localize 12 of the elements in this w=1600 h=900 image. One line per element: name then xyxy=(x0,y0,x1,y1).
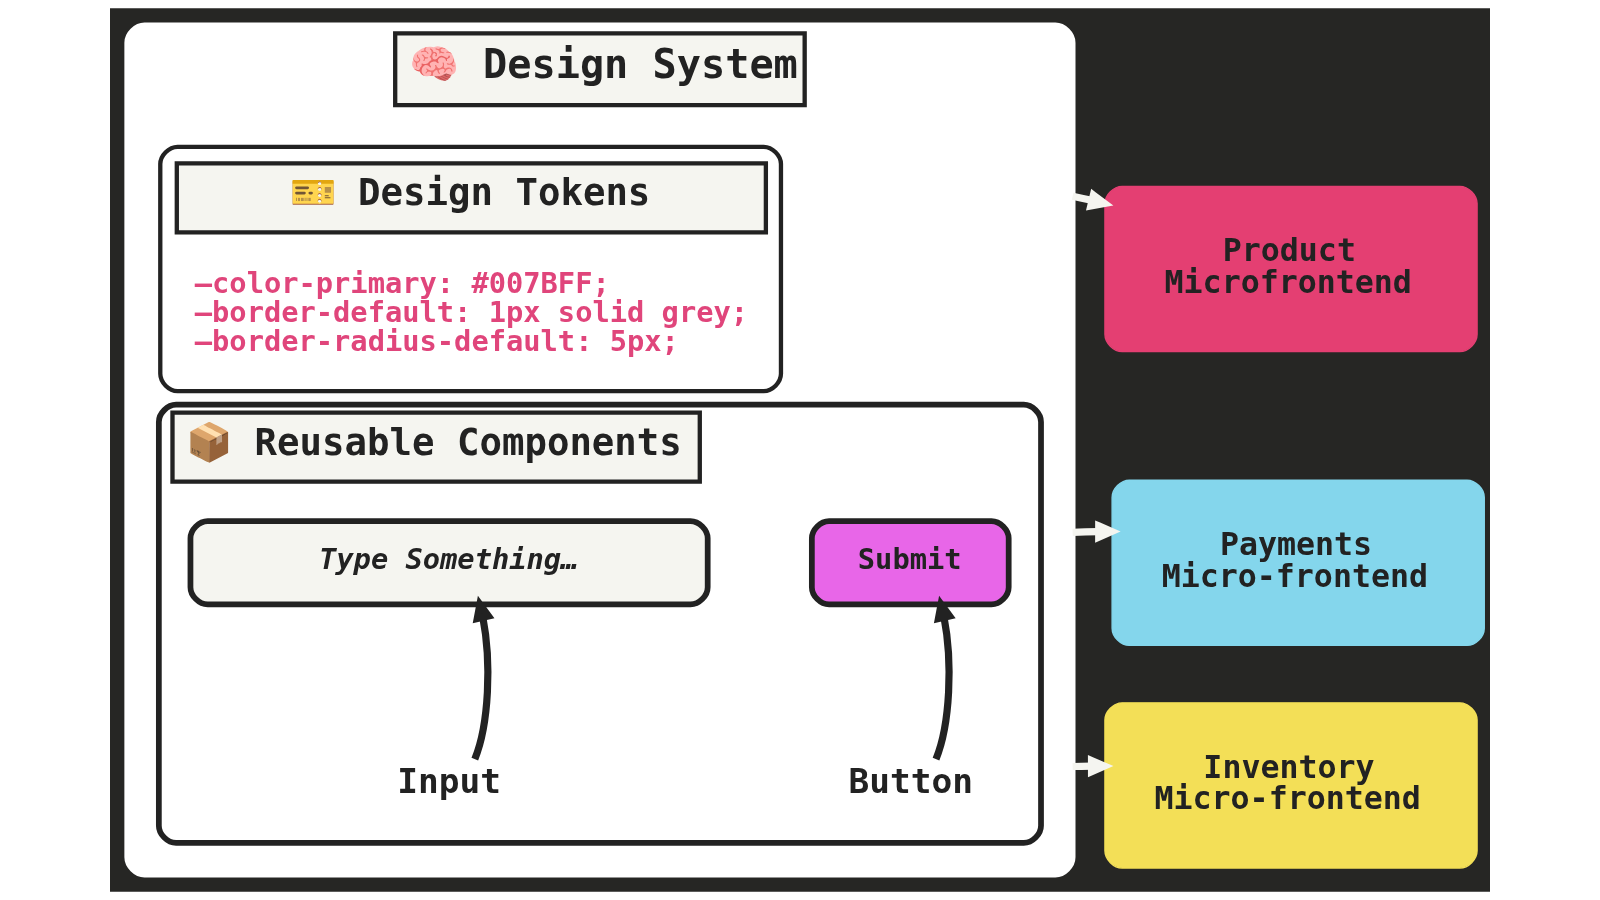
node-box: Inventory Micro-frontend xyxy=(1104,702,1478,869)
arrow xyxy=(1071,188,1114,211)
arrow xyxy=(471,595,495,761)
node-box: Submit xyxy=(808,518,1012,608)
node-text: Button xyxy=(848,760,974,801)
arrow xyxy=(1072,520,1121,543)
arrow xyxy=(1072,755,1114,778)
node-text: Input xyxy=(397,760,502,801)
node-box: Payments Micro-frontend xyxy=(1111,479,1485,647)
arrow xyxy=(932,595,956,761)
node-box: Product Microfrontend xyxy=(1104,185,1478,353)
node-box: Type Something… xyxy=(187,518,711,608)
